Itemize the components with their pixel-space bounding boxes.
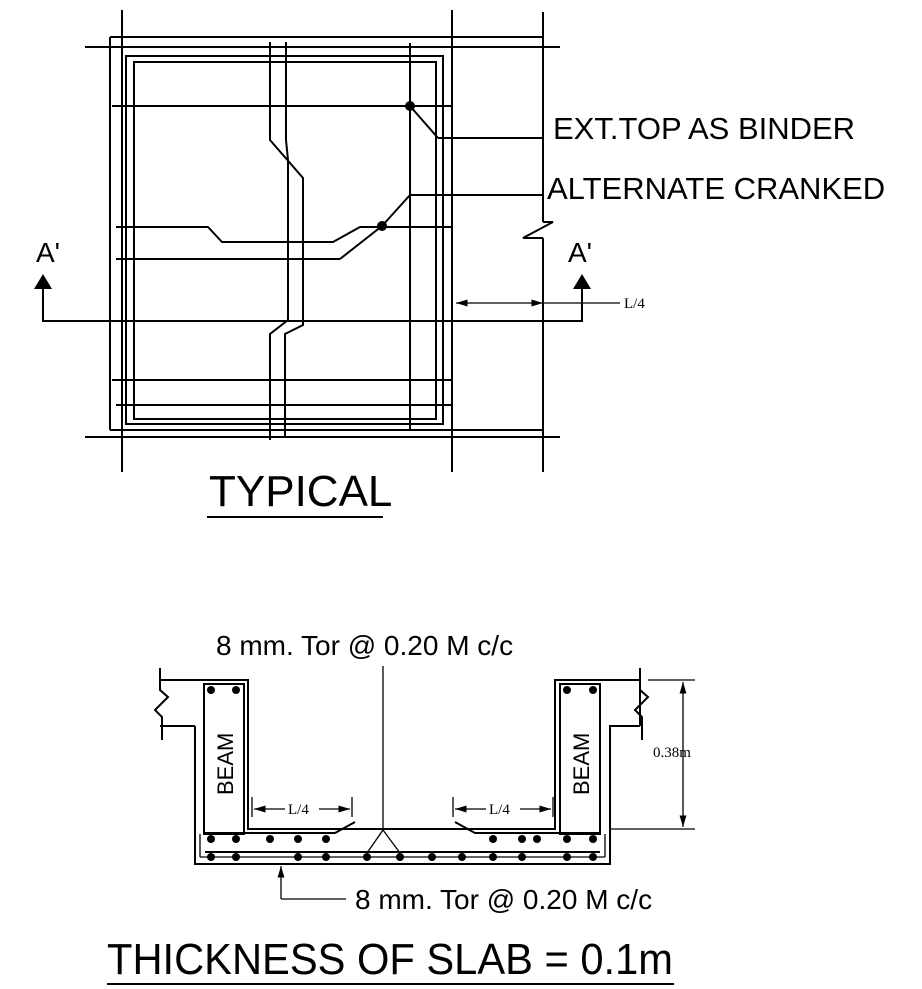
slab-rebar-dots bbox=[207, 835, 597, 861]
section-view: 8 mm. Tor @ 0.20 M c/c BEAM bbox=[107, 630, 695, 985]
beam-left-label: BEAM bbox=[213, 733, 238, 795]
label-ext-top-binder: EXT.TOP AS BINDER bbox=[553, 111, 855, 146]
break-symbol bbox=[522, 221, 554, 239]
plan-dim-quarter-label: L/4 bbox=[624, 296, 645, 312]
slab-top-bars bbox=[205, 821, 600, 853]
beam-right-label: BEAM bbox=[569, 733, 594, 795]
top-bar-leaders bbox=[366, 666, 401, 854]
plan-beam-lines bbox=[85, 10, 560, 472]
plan-title: TYPICAL bbox=[209, 467, 392, 516]
section-dim-right-label: L/4 bbox=[489, 802, 510, 818]
plan-leaders bbox=[377, 101, 543, 231]
section-mark-right: A' bbox=[568, 237, 592, 268]
bottom-bar-label: 8 mm. Tor @ 0.20 M c/c bbox=[355, 884, 652, 915]
depth-label: 0.38m bbox=[653, 745, 691, 761]
label-alternate-cranked: ALTERNATE CRANKED bbox=[547, 171, 885, 206]
bottom-bar-leader bbox=[277, 866, 346, 900]
section-cut-line bbox=[34, 274, 591, 322]
section-title: THICKNESS OF SLAB = 0.1m bbox=[107, 935, 673, 984]
top-bar-label: 8 mm. Tor @ 0.20 M c/c bbox=[216, 630, 513, 661]
section-mark-left: A' bbox=[36, 237, 60, 268]
plan-view: EXT.TOP AS BINDER ALTERNATE CRANKED A' A… bbox=[34, 10, 885, 518]
section-dim-left-label: L/4 bbox=[288, 802, 309, 818]
depth-dim bbox=[610, 679, 695, 830]
plan-bars bbox=[112, 42, 452, 440]
